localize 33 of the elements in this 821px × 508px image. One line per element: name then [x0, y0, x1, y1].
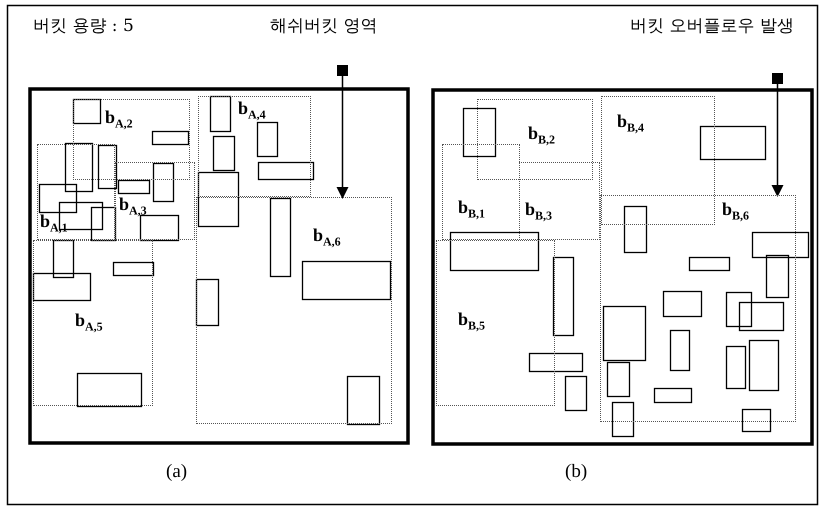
bucket-region — [519, 162, 600, 240]
annotation-text: 버킷 용량 : 5 — [33, 18, 134, 35]
bucket-label: b$_{B,1}$ — [458, 198, 486, 220]
bucket-label: b$_{A,6}$ — [313, 226, 341, 248]
bucket-label: b$_{A,2}$ — [105, 108, 133, 130]
bucket-label: b$_{B,2}$ — [528, 124, 556, 146]
start-square — [772, 73, 783, 84]
bucket-region — [33, 240, 153, 406]
panel-caption: (b) — [565, 462, 588, 481]
start-square — [337, 65, 348, 76]
bucket-region — [37, 144, 115, 240]
bucket-region — [600, 195, 796, 422]
bucket-region — [115, 162, 195, 240]
bucket-region — [442, 144, 520, 240]
bucket-label: b$_{A,4}$ — [238, 99, 266, 121]
panel-caption: (a) — [166, 462, 188, 481]
bucket-label: b$_{A,1}$ — [40, 212, 68, 234]
arrow — [336, 76, 348, 199]
bucket-region — [198, 96, 311, 197]
arrow — [772, 84, 784, 197]
bucket-label: b$_{B,4}$ — [617, 112, 644, 134]
bucket-label: b$_{B,3}$ — [525, 200, 552, 222]
bucket-region — [196, 197, 392, 424]
annotation-text: 버킷 오버플로우 발생 — [630, 18, 794, 35]
annotation-text: 해쉬버킷 영역 — [270, 18, 378, 35]
bucket-region — [601, 96, 715, 225]
bucket-region — [73, 99, 190, 180]
bucket-label: b$_{A,3}$ — [119, 195, 147, 217]
bucket-label: b$_{B,6}$ — [722, 200, 750, 222]
bucket-region — [477, 99, 593, 180]
bucket-region — [436, 240, 555, 406]
bucket-label: b$_{A,5}$ — [75, 311, 103, 333]
bucket-label: b$_{B,5}$ — [458, 310, 486, 332]
